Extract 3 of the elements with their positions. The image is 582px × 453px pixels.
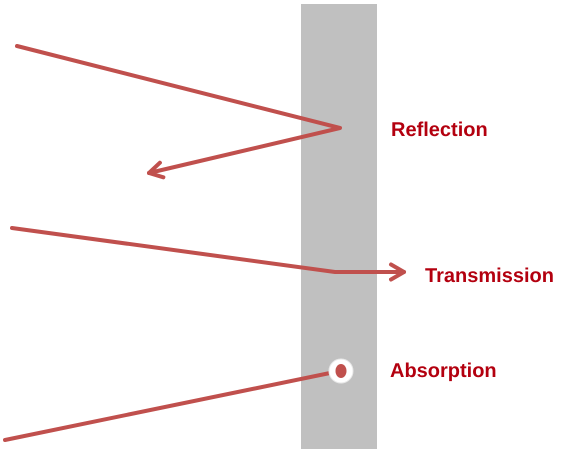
ray-label: Reflection xyxy=(391,118,488,142)
ray-label: Absorption xyxy=(390,359,497,383)
ray-label: Transmission xyxy=(425,264,554,288)
